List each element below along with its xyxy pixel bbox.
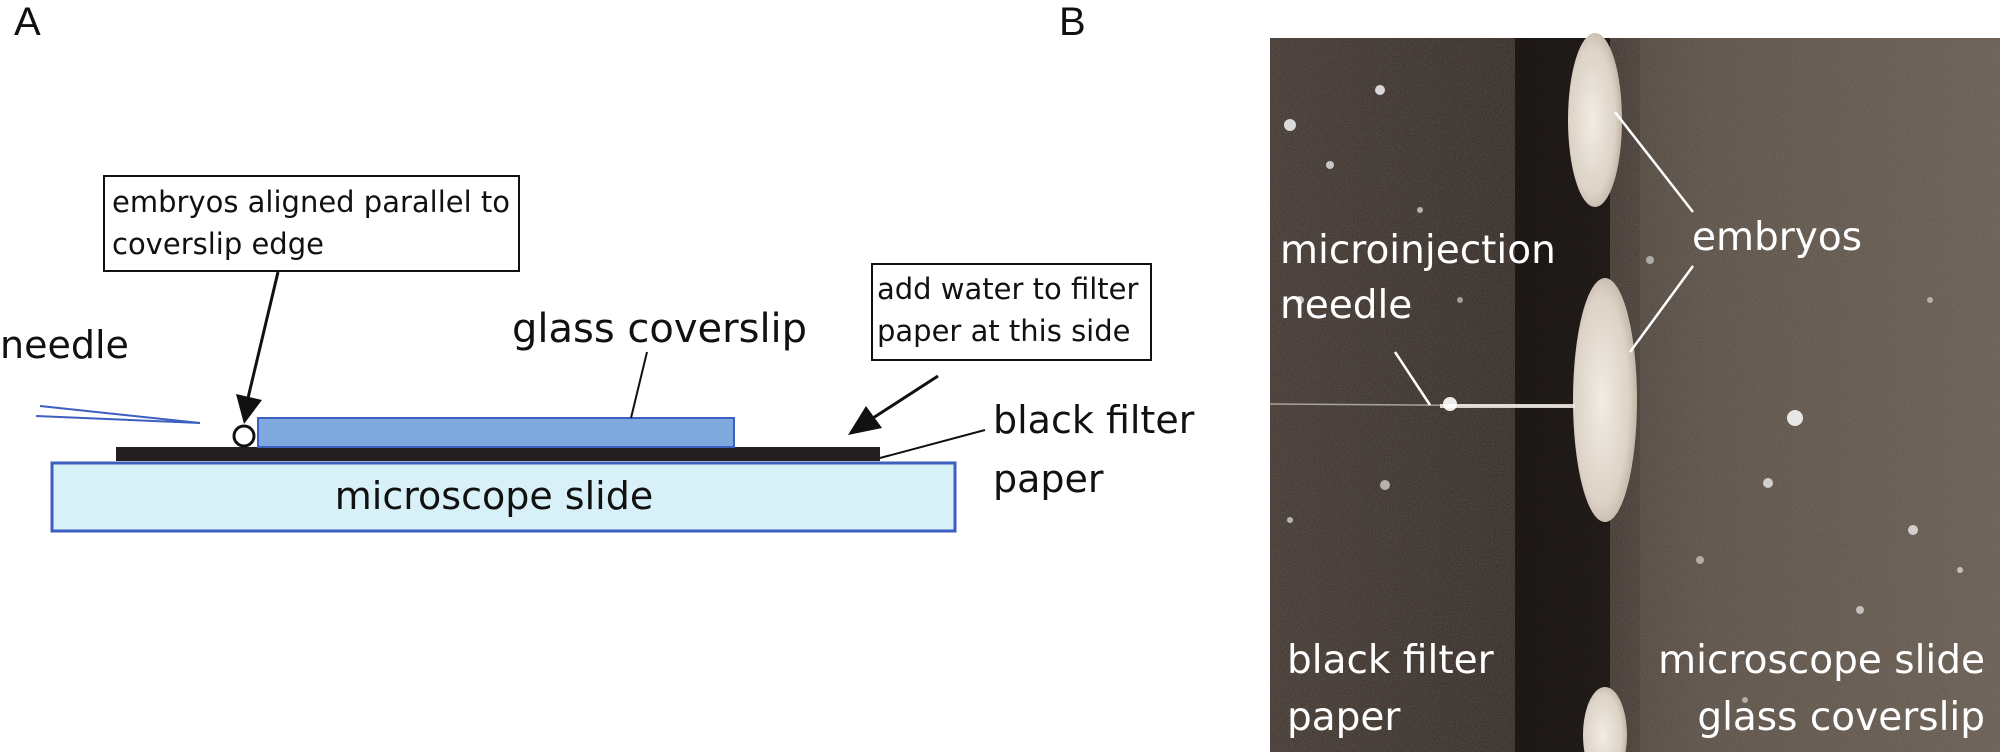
water-callout-box: [871, 263, 1152, 361]
embryo-middle: [1573, 278, 1637, 522]
glass-coverslip: [257, 417, 735, 448]
coverslip-leader: [630, 351, 648, 419]
water-callout-line2: paper at this side: [877, 314, 1130, 348]
micro-filter-label-line1: black filter: [1287, 638, 1495, 683]
filter-label-line1: black filter: [993, 398, 1195, 442]
embryos-callout-line1: embryos aligned parallel to: [112, 185, 510, 219]
panel-b-letter: B: [1059, 0, 1086, 44]
embryos-arrowhead: [236, 394, 262, 424]
embryo-top: [1568, 33, 1622, 207]
embryo-bottom: [1583, 687, 1627, 752]
sparkles: [1284, 85, 1963, 703]
panel-a: A microscope slide needle glass coversli…: [0, 0, 1195, 533]
panel-a-letter: A: [14, 0, 41, 44]
micro-coverslip-label: glass coverslip: [1697, 695, 1985, 740]
micro-filter-label-line2: paper: [1287, 695, 1401, 740]
water-callout-line1: add water to filter: [877, 272, 1139, 306]
embryos-leader-bottom: [1628, 265, 1695, 353]
microscope-slide: [50, 461, 957, 533]
needle-label: needle: [0, 323, 129, 367]
needle-leader: [1393, 351, 1432, 406]
needle-tip: [1269, 397, 1575, 411]
micro-needle-label-line1: microinjection: [1280, 228, 1556, 273]
embryos-callout-line2: coverslip edge: [112, 227, 324, 261]
filter-leader: [879, 429, 986, 459]
water-arrow: [872, 374, 939, 420]
embryo-circle: [232, 424, 256, 448]
micro-slide-label: microscope slide: [1658, 638, 1985, 683]
micro-embryos-label: embryos: [1692, 215, 1862, 260]
needle-icon: [35, 405, 201, 424]
filter-label-line2: paper: [993, 457, 1104, 501]
micro-needle-label-line2: needle: [1280, 283, 1412, 328]
micrograph: [1269, 33, 2000, 752]
panel-b: B: [1059, 0, 2000, 752]
embryos-arrow: [246, 271, 280, 399]
coverslip-label: glass coverslip: [512, 306, 807, 352]
black-filter-paper: [116, 447, 880, 461]
slide-label: microscope slide: [335, 474, 653, 518]
water-arrowhead: [848, 406, 882, 435]
embryos-leader-top: [1614, 111, 1694, 213]
embryos-callout-box: [103, 175, 520, 272]
